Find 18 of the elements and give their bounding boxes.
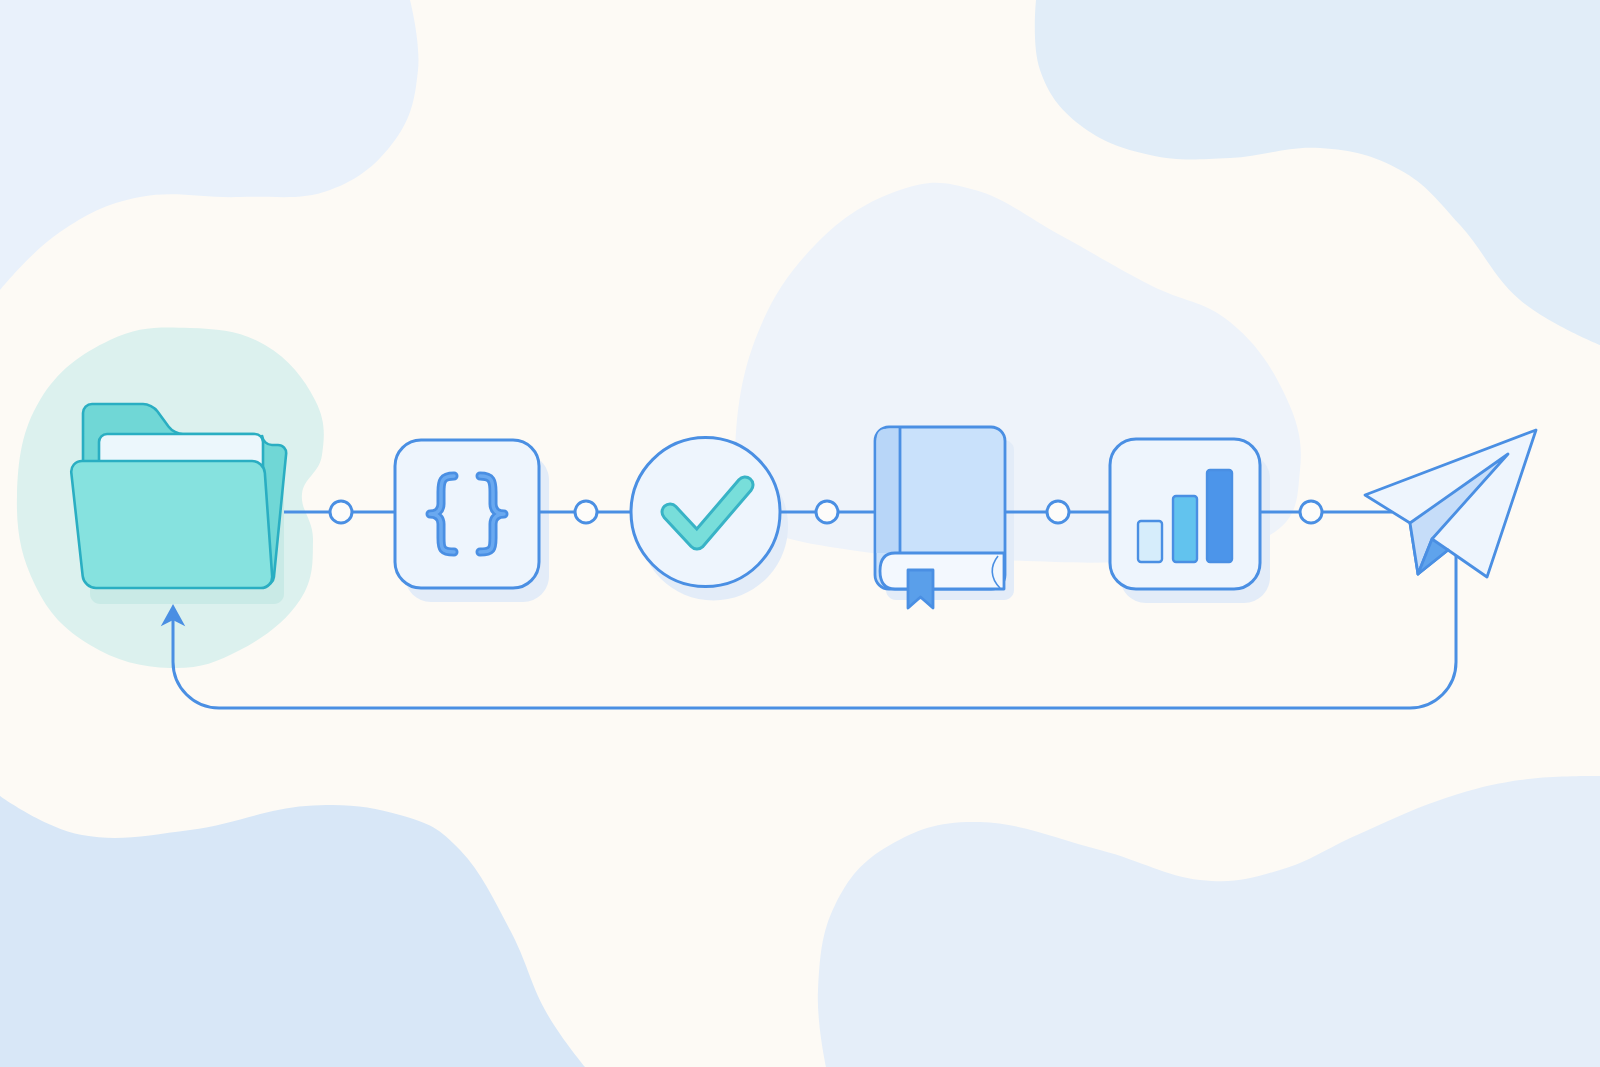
connector-dot <box>1045 499 1071 525</box>
connector-line <box>838 510 875 514</box>
book-icon <box>873 425 1014 610</box>
connector-dot <box>1298 499 1324 525</box>
connector-line <box>284 510 330 514</box>
connector-line <box>1322 510 1392 514</box>
connector-dot <box>328 499 354 525</box>
connector-line <box>597 510 631 514</box>
paper-plane-icon <box>1363 428 1538 579</box>
connector-line <box>1005 510 1047 514</box>
connector-line <box>780 510 816 514</box>
connector-line <box>352 510 395 514</box>
connector-line <box>1069 510 1110 514</box>
folder-icon <box>69 402 288 604</box>
connector-dot <box>573 499 599 525</box>
connector-line <box>539 510 575 514</box>
connector-dot <box>814 499 840 525</box>
connector-line <box>1260 510 1300 514</box>
